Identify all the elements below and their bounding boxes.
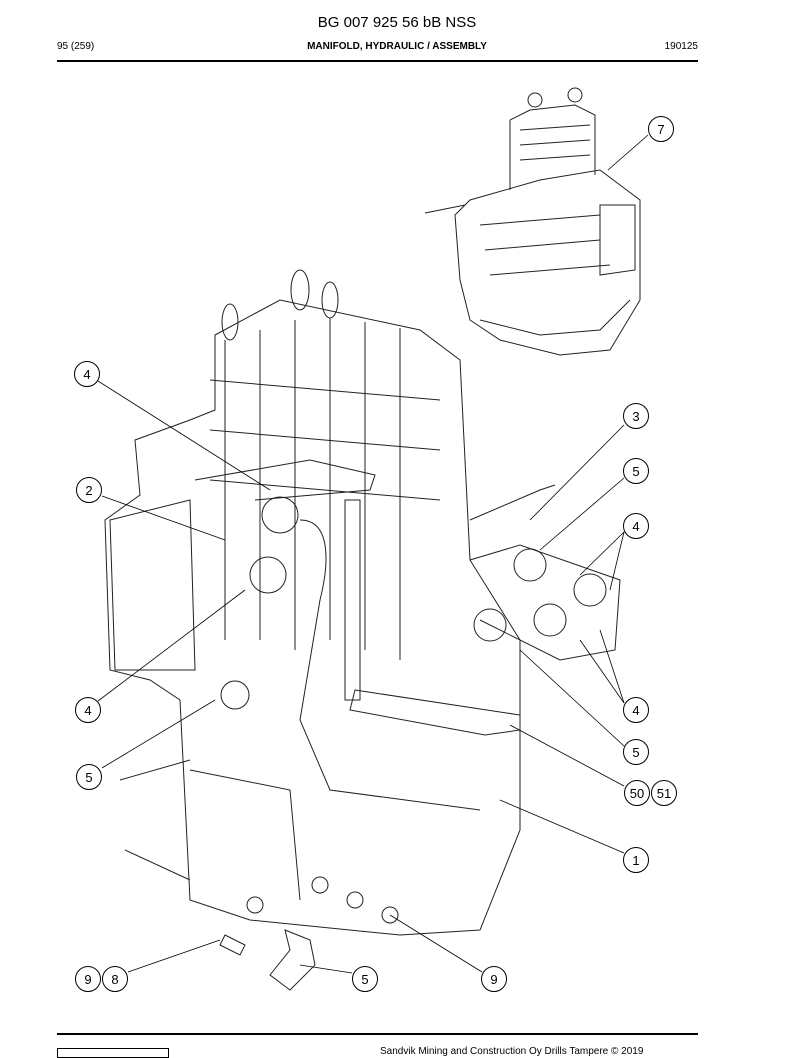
callout-1: 1 [623, 847, 649, 873]
callout-3: 3 [623, 403, 649, 429]
footer-rule [57, 1033, 698, 1035]
callout-5: 5 [623, 458, 649, 484]
callout-2: 2 [76, 477, 102, 503]
footer-copyright: Sandvik Mining and Construction Oy Drill… [380, 1046, 644, 1057]
inset-view [424, 87, 641, 356]
callout-7: 7 [648, 116, 674, 142]
leader-lines [97, 134, 649, 974]
callout-51: 51 [651, 780, 677, 806]
callout-9: 9 [75, 966, 101, 992]
company-logo [57, 1048, 169, 1058]
page-number: 95 (259) [57, 41, 95, 52]
document-title: BG 007 925 56 bB NSS [317, 14, 477, 31]
main-assembly [104, 269, 621, 991]
document-date: 190125 [664, 41, 698, 52]
callout-9: 9 [481, 966, 507, 992]
header-rule [57, 60, 698, 62]
callout-5: 5 [623, 739, 649, 765]
callout-4: 4 [623, 513, 649, 539]
callout-5: 5 [352, 966, 378, 992]
callout-5: 5 [76, 764, 102, 790]
callout-4: 4 [623, 697, 649, 723]
callout-4: 4 [75, 697, 101, 723]
callout-4: 4 [74, 361, 100, 387]
section-title: MANIFOLD, HYDRAULIC / ASSEMBLY [307, 41, 487, 52]
callout-8: 8 [102, 966, 128, 992]
callout-50: 50 [624, 780, 650, 806]
